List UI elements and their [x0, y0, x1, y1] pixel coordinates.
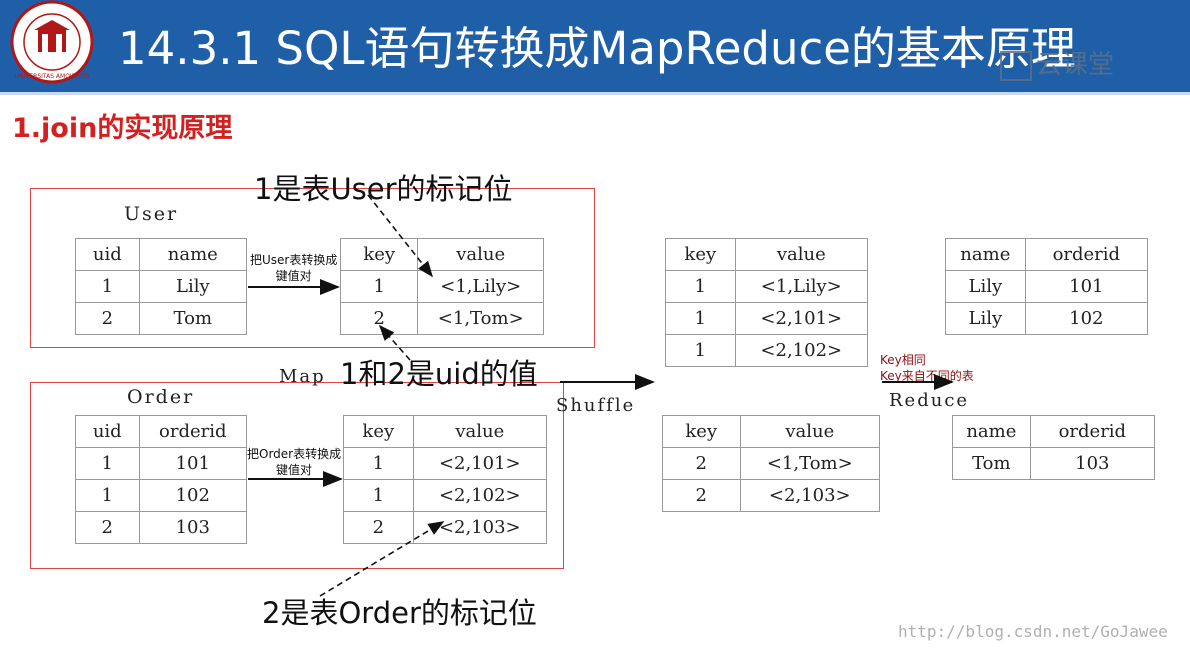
order-map-highlight-box: [30, 382, 564, 569]
table-cell: 101: [1024, 270, 1149, 303]
table-cell: Lily: [138, 270, 248, 303]
column-header: name: [945, 238, 1026, 271]
order-convert-line1: 把Order表转换成: [247, 447, 342, 461]
user-map-highlight-box: [30, 188, 595, 348]
shuffle-label: Shuffle: [556, 395, 636, 416]
order-convert-note: 把Order表转换成 键值对: [247, 446, 341, 478]
table-cell: 1: [665, 302, 736, 335]
map-label: Map: [279, 366, 326, 387]
column-header: value: [417, 238, 544, 271]
table-cell: <1,Tom>: [417, 302, 544, 335]
column-header: name: [952, 415, 1031, 448]
slide-title: 14.3.1 SQL语句转换成MapReduce的基本原理: [118, 22, 1076, 75]
column-header: uid: [75, 415, 140, 448]
table-cell: <1,Tom>: [739, 447, 881, 480]
table-cell: <2,101>: [734, 302, 869, 335]
table-cell: 102: [1024, 302, 1149, 335]
watermark-text: 云课堂: [1036, 50, 1115, 80]
table-cell: 2: [343, 511, 414, 544]
slide-header: [0, 0, 1190, 92]
key-same-text: Key相同: [880, 353, 926, 367]
reduce-label: Reduce: [889, 390, 970, 411]
footer-url: http://blog.csdn.net/GoJawee: [898, 622, 1168, 641]
table-row: 2<1,Tom>: [662, 447, 881, 480]
user-convert-line2: 键值对: [275, 269, 312, 283]
column-header: key: [665, 238, 736, 271]
table-cell: Tom: [952, 447, 1031, 480]
table-cell: 2: [75, 511, 140, 544]
table-row: 2<2,103>: [662, 479, 881, 512]
user-flag-dashed-arrow: [367, 194, 433, 278]
order-table-label: Order: [127, 386, 195, 408]
table-cell: 1: [665, 334, 736, 367]
table-row: 1<2,102>: [665, 334, 869, 367]
table-cell: 103: [1029, 447, 1156, 480]
uid-dashed-arrow: [378, 324, 411, 361]
table-cell: Tom: [138, 302, 248, 335]
table-cell: 102: [138, 479, 248, 512]
user-convert-line1: 把User表转换成: [250, 253, 338, 267]
svg-text:UNIVERSITAS AMOIENSIS: UNIVERSITAS AMOIENSIS: [15, 73, 90, 80]
section-title: 1.join的实现原理: [12, 113, 233, 144]
table-cell: <1,Lily>: [734, 270, 869, 303]
column-header: orderid: [1024, 238, 1149, 271]
column-header: uid: [75, 238, 140, 271]
table-row: 1<2,101>: [343, 447, 548, 480]
table-cell: 103: [138, 511, 248, 544]
order-flag-dashed-arrow: [319, 521, 445, 597]
watermark-logo: 云课堂: [1000, 44, 1114, 81]
table-cell: <2,102>: [734, 334, 869, 367]
column-header: orderid: [1029, 415, 1156, 448]
table-cell: Lily: [945, 302, 1026, 335]
table-row: 1<1,Lily>: [339, 270, 544, 303]
uid-values-note: 1和2是uid的值: [340, 357, 538, 391]
table-cell: <1,Lily>: [417, 270, 544, 303]
order-flag-note: 2是表Order的标记位: [262, 596, 537, 630]
table-row: 2<1,Tom>: [339, 302, 544, 335]
table-cell: <2,101>: [412, 447, 548, 480]
table-cell: 2: [662, 447, 741, 480]
table-row: 1<2,101>: [665, 302, 869, 335]
table-cell: <2,103>: [739, 479, 881, 512]
column-header: value: [739, 415, 881, 448]
table-row: 1<1,Lily>: [665, 270, 869, 303]
column-header: name: [138, 238, 248, 271]
university-seal-logo: UNIVERSITAS AMOIENSIS: [10, 0, 94, 84]
order-convert-line2: 键值对: [276, 463, 313, 477]
user-table-label: User: [124, 203, 179, 225]
header-divider: [0, 92, 1190, 95]
table-cell: 2: [75, 302, 140, 335]
table-cell: 101: [138, 447, 248, 480]
user-flag-note: 1是表User的标记位: [254, 172, 513, 206]
user-convert-note: 把User表转换成 键值对: [250, 252, 337, 284]
watermark-icon: [1000, 50, 1032, 81]
